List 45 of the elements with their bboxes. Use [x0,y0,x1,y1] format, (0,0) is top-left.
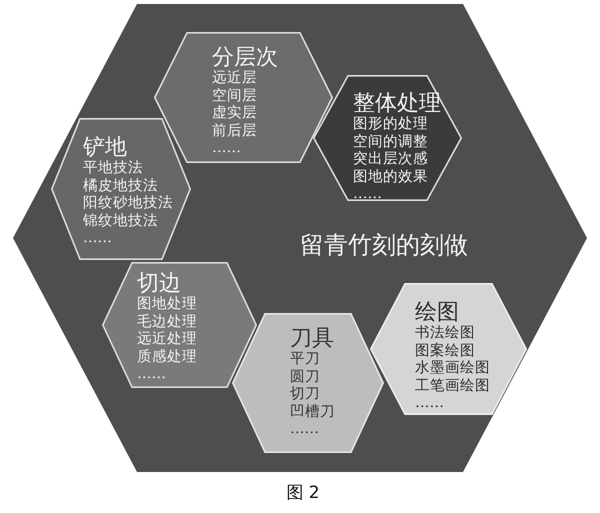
list-item: 远近层 [212,70,257,88]
list-item: 图形的处理 [353,116,428,134]
list-item: 平地技法 [83,160,143,178]
list-item: 空间层 [212,88,257,104]
center-title: 留青竹刻的刻做 [300,231,468,259]
card-heading: 刀具 [290,326,334,351]
list-item: 图案绘图 [415,342,475,360]
hexagon-card [313,75,462,201]
card-heading: 分层次 [212,45,278,70]
hexagon-card [370,283,527,415]
hexagon-card [102,262,257,388]
card-heading: 切边 [137,271,181,296]
figure-caption: 图 2 [286,483,320,504]
list-item: …… [137,366,166,384]
list-item: 空间的调整 [353,134,428,151]
list-item: …… [415,395,444,412]
list-item: 切刀 [290,386,320,404]
list-item: 质感处理 [137,348,197,366]
card-heading: 铲地 [83,135,127,160]
list-item: 橘皮地技法 [83,178,158,195]
list-item: 锦纹地技法 [83,212,158,230]
list-item: 突出层次感 [353,151,428,168]
hexagon-card [154,32,333,163]
list-item: …… [353,186,382,204]
list-item: 书法绘图 [415,325,475,342]
list-item: 工笔画绘图 [415,378,490,395]
hexagon-card [232,313,384,453]
list-item: 毛边处理 [137,314,197,331]
hexagon-card [51,118,191,260]
list-item: 远近处理 [137,331,197,348]
card-heading: 绘图 [415,300,459,325]
list-item: 水墨画绘图 [415,360,490,378]
list-item: 平刀 [290,351,320,368]
hexagon-panel [13,4,587,472]
list-item: …… [83,230,112,248]
list-item: …… [290,421,319,438]
list-item: …… [212,140,241,158]
list-item: 阳纹砂地技法 [83,195,173,212]
list-item: 虚实层 [212,105,257,122]
list-item: 凹槽刀 [290,404,335,421]
card-heading: 整体处理 [353,91,441,116]
list-item: 图地处理 [137,296,197,314]
list-item: 圆刀 [290,368,320,386]
list-item: 前后层 [212,122,257,140]
list-item: 图地的效果 [353,168,428,186]
